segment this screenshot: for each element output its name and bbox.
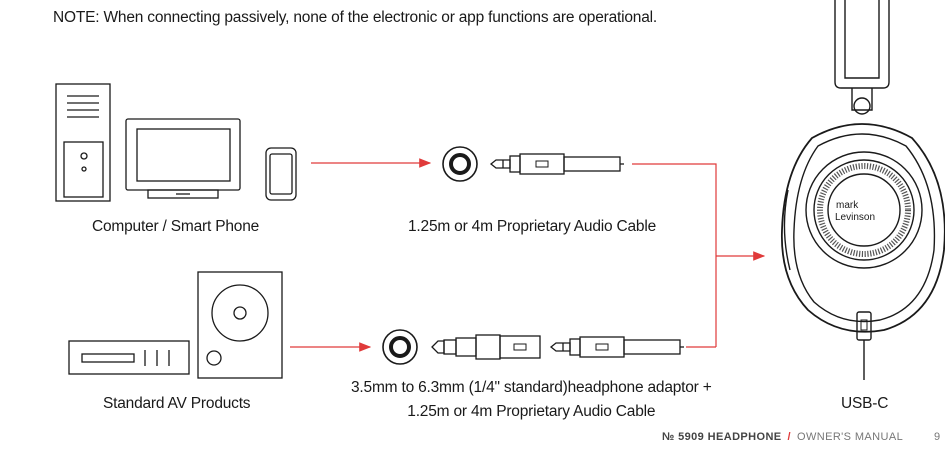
footer-manual: OWNER'S MANUAL [797, 431, 904, 443]
audio-cable-plug-icon-bottom [549, 336, 684, 358]
adaptor-label-line2: 1.25m or 4m Proprietary Audio Cable [407, 403, 656, 420]
page-number: 9 [934, 431, 941, 443]
computer-tower-icon [55, 83, 111, 202]
av-receiver-icon [68, 340, 190, 375]
footer-separator: / [787, 431, 791, 443]
adaptor-label: 3.5mm to 6.3mm (1/4" standard)headphone … [351, 376, 712, 424]
usbc-label: USB-C [841, 395, 889, 412]
adaptor-label-line1: 3.5mm to 6.3mm (1/4" standard)headphone … [351, 379, 712, 396]
monitor-icon [125, 118, 241, 199]
footer: № 5909 HEADPHONE / OWNER'S MANUAL [662, 431, 903, 443]
av-products-label: Standard AV Products [103, 395, 251, 412]
headphone-icon [781, 0, 945, 380]
logo-line2: Levinson [835, 212, 875, 223]
audio-jack-icon [442, 146, 478, 182]
smartphone-icon [265, 147, 297, 201]
note-text: NOTE: When connecting passively, none of… [53, 9, 657, 26]
headphone-jack-icon [382, 329, 418, 365]
footer-model: № 5909 HEADPHONE [662, 431, 782, 443]
top-cable-route [632, 163, 717, 347]
speaker-icon [197, 271, 283, 379]
computer-label: Computer / Smart Phone [92, 218, 260, 235]
logo-line1: mark [836, 200, 859, 211]
adaptor-plug-icon [431, 334, 541, 360]
cable-label: 1.25m or 4m Proprietary Audio Cable [408, 218, 657, 235]
audio-cable-plug-icon [489, 153, 624, 175]
